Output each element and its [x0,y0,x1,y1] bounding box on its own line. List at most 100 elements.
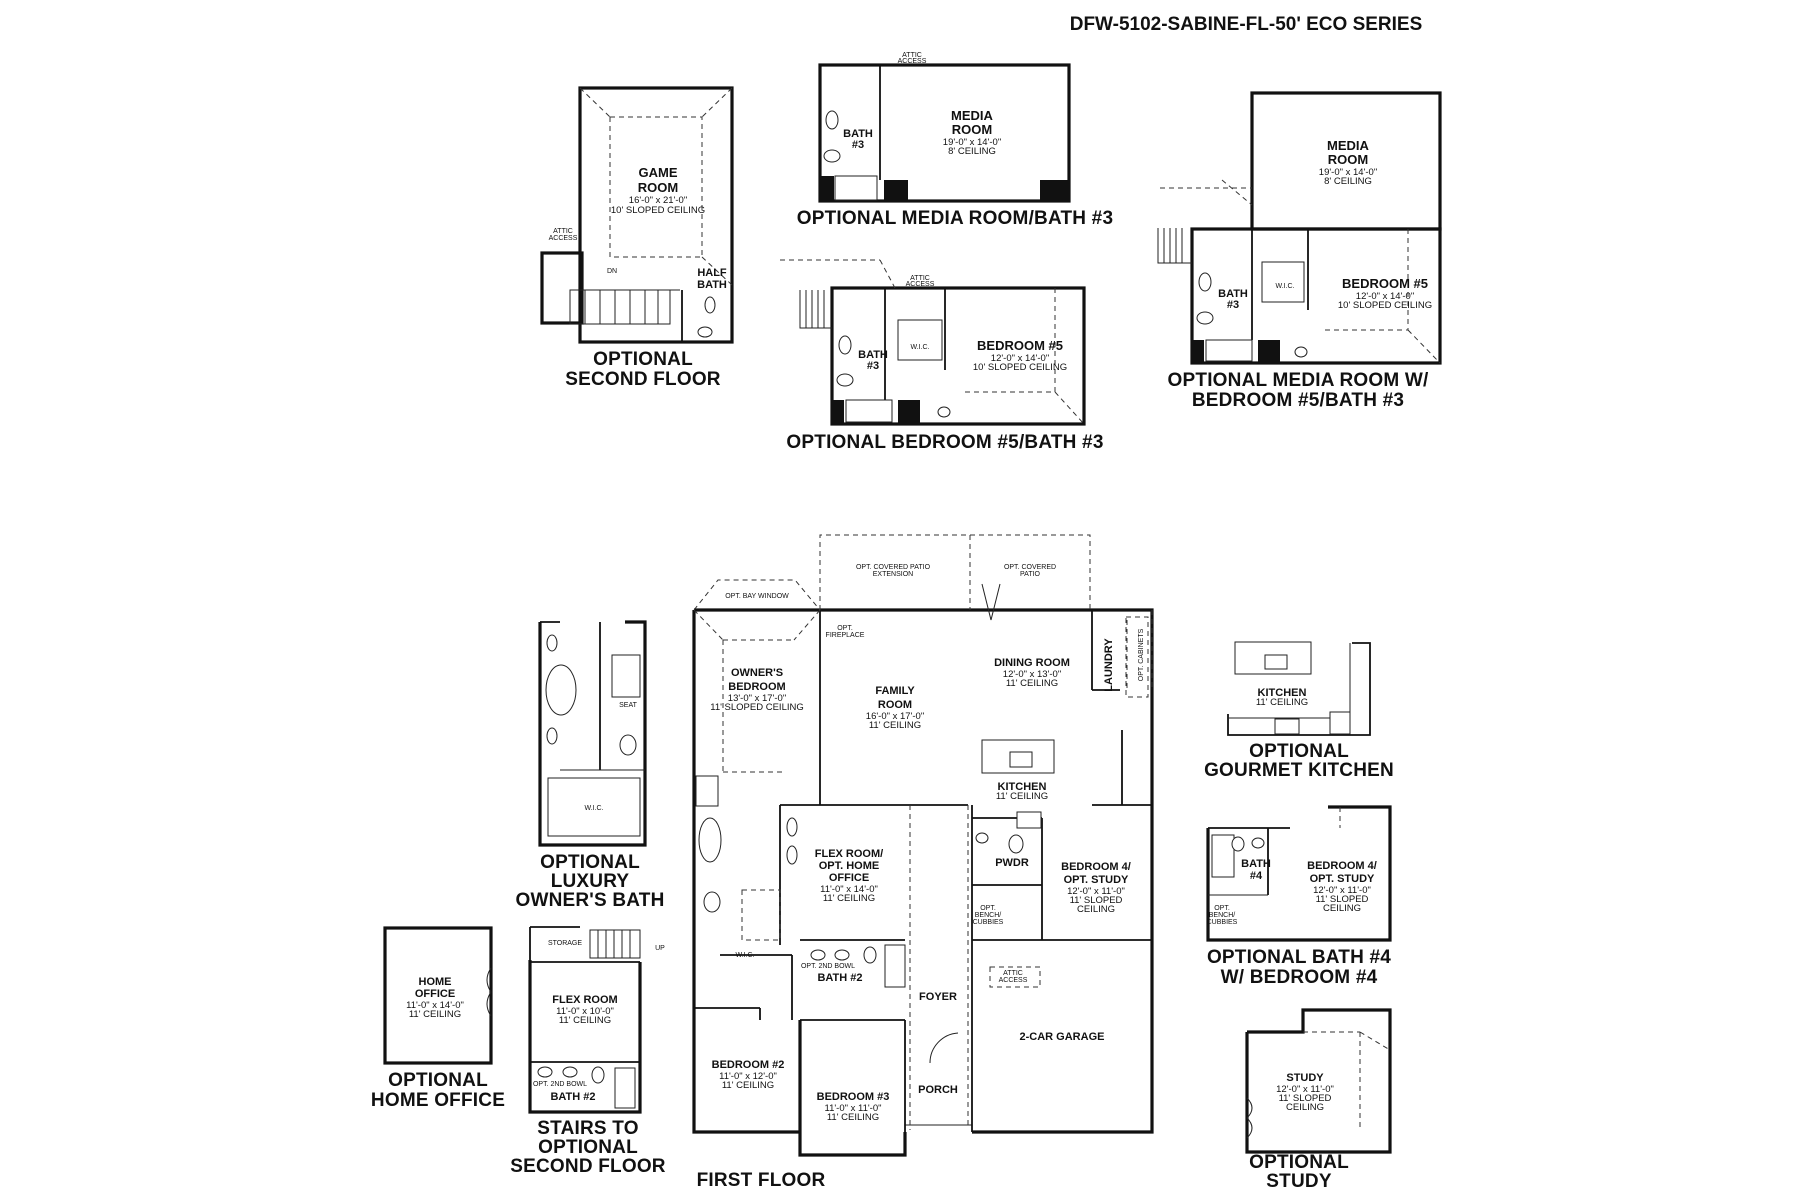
svg-text:11'-0" x 14'-0": 11'-0" x 14'-0" [820,884,878,895]
svg-text:OPT. HOME: OPT. HOME [819,860,880,872]
svg-text:16'-0" x 17'-0": 16'-0" x 17'-0" [866,711,924,722]
svg-text:11' CEILING: 11' CEILING [869,720,921,731]
svg-text:11' SLOPED: 11' SLOPED [1279,1093,1332,1104]
sink-icon [704,296,716,314]
svg-text:11' CEILING: 11' CEILING [823,893,875,904]
svg-text:ROOM: ROOM [952,122,992,137]
svg-text:ACCESS: ACCESS [549,235,578,242]
media-room-label: MEDIA [1327,138,1370,153]
sink-icon [838,335,852,355]
toilet-icon [697,326,713,338]
tub-icon [614,1067,636,1109]
caption-optional-gourmet-kitchen: OPTIONAL [1249,741,1349,762]
svg-text:11'-0" x 10'-0": 11'-0" x 10'-0" [556,1006,614,1017]
svg-text:11'-0" x 14'-0": 11'-0" x 14'-0" [406,1000,464,1011]
svg-text:10' SLOPED CEILING: 10' SLOPED CEILING [611,205,705,216]
svg-text:W.I.C.: W.I.C. [584,805,603,812]
tub-icon [545,664,577,716]
svg-text:OPT. STUDY: OPT. STUDY [1064,874,1129,886]
family-room-label: FAMILY [875,685,915,697]
caption-optional-media-bedroom5-bath3: OPTIONAL MEDIA ROOM W/ [1168,370,1429,391]
cooktop-icon [1274,718,1300,735]
svg-text:19'-0" x 14'-0": 19'-0" x 14'-0" [943,137,1001,148]
svg-text:BATH: BATH [697,279,727,291]
svg-text:ACCESS: ACCESS [898,58,927,65]
svg-text:19'-0" x 14'-0": 19'-0" x 14'-0" [1319,167,1377,178]
optional-bath4-plan: BATH #4 OPT. BENCH/ CUBBIES BEDROOM 4/ O… [1206,805,1392,988]
half-bath-label: HALF [697,267,727,279]
svg-text:13'-0" x 17'-0": 13'-0" x 17'-0" [728,693,786,704]
svg-text:11' CEILING: 11' CEILING [996,791,1048,802]
sink-icon [810,949,826,961]
svg-text:LUXURY: LUXURY [551,871,630,892]
svg-text:ROOM: ROOM [1328,152,1368,167]
svg-text:OPT.: OPT. [980,905,996,912]
optional-luxury-bath-plan: SEAT W.I.C. OPTIONAL LUXURY OWNER'S BATH [515,620,664,911]
optional-second-floor-plan: GAME ROOM 16'-0" x 21'-0" 10' SLOPED CEI… [540,86,734,390]
dining-room-label: DINING ROOM [994,657,1070,669]
first-floor-plan [692,534,1154,1157]
svg-text:11'-0" x 12'-0": 11'-0" x 12'-0" [719,1071,777,1082]
svg-text:W.I.C.: W.I.C. [910,344,929,351]
toilet-icon [1196,311,1214,325]
tub-icon [698,817,722,863]
svg-text:11' CEILING: 11' CEILING [559,1015,611,1026]
svg-text:EXTENSION: EXTENSION [873,571,913,578]
svg-text:OPT.: OPT. [837,625,853,632]
caption-optional-study: OPTIONAL [1249,1152,1349,1173]
svg-text:12'-0" x 13'-0": 12'-0" x 13'-0" [1003,669,1061,680]
svg-text:OFFICE: OFFICE [415,988,455,1000]
sink-icon [834,949,850,961]
svg-text:STUDY: STUDY [1266,1171,1332,1192]
svg-text:SEAT: SEAT [619,702,637,709]
svg-text:11' SLOPED: 11' SLOPED [1070,895,1123,906]
caption-optional-luxury-bath: OPTIONAL [540,852,640,873]
svg-text:#3: #3 [1227,299,1239,311]
toilet-icon [1231,836,1245,852]
caption-optional-second-floor: OPTIONAL [593,349,693,370]
media-room-label: MEDIA [951,108,994,123]
svg-text:OPTIONAL: OPTIONAL [538,1137,638,1158]
svg-text:CEILING: CEILING [1286,1102,1324,1113]
optional-home-office-plan: HOME OFFICE 11'-0" x 14'-0" 11' CEILING … [371,926,505,1111]
sink-icon [975,832,989,844]
study-label: STUDY [1286,1072,1324,1084]
svg-text:10' SLOPED CEILING: 10' SLOPED CEILING [973,362,1067,373]
svg-text:ATTIC: ATTIC [910,275,930,282]
owners-bedroom-label: OWNER'S [731,667,783,679]
svg-text:ATTIC: ATTIC [553,228,573,235]
svg-text:OPT. BAY WINDOW: OPT. BAY WINDOW [725,593,789,600]
flex-room-label: FLEX ROOM/ [815,848,883,860]
svg-text:CEILING: CEILING [1323,903,1361,914]
svg-text:CUBBIES: CUBBIES [1207,919,1238,926]
bedroom4-label: BEDROOM 4/ [1061,861,1131,873]
bedroom5-label: BEDROOM #5 [977,338,1063,353]
cooktop-icon [1016,811,1042,829]
svg-text:PATIO: PATIO [1020,571,1041,578]
shower-icon [695,775,719,807]
svg-text:ACCESS: ACCESS [906,281,935,288]
stairs [589,929,641,959]
optional-media-room-plan: ATTIC ACCESS MEDIA ROOM 19'-0" x 14'-0" … [797,52,1113,229]
svg-text:OPT.: OPT. [1214,905,1230,912]
garage-label: 2-CAR GARAGE [1020,1031,1105,1043]
bedroom3-label: BEDROOM #3 [817,1091,890,1103]
optional-study-plan: STUDY 12'-0" x 11'-0" 11' SLOPED CEILING… [1245,1008,1392,1192]
toilet-icon [823,149,841,163]
svg-text:12'-0" x 11'-0": 12'-0" x 11'-0" [1276,1084,1334,1095]
sink-icon [1251,837,1265,849]
svg-text:OPT. 2ND BOWL: OPT. 2ND BOWL [533,1081,587,1088]
svg-text:SECOND FLOOR: SECOND FLOOR [510,1156,666,1177]
caption-stairs-optional-second-floor: STAIRS TO [537,1118,638,1139]
sink-icon [786,845,798,865]
svg-text:12'-0" x 11'-0": 12'-0" x 11'-0" [1067,886,1125,897]
sink-icon [1198,272,1212,292]
svg-text:FIREPLACE: FIREPLACE [826,632,865,639]
svg-text:STORAGE: STORAGE [548,940,582,947]
svg-text:OPT. COVERED: OPT. COVERED [1004,564,1056,571]
svg-text:ROOM: ROOM [878,699,912,711]
svg-text:12'-0" x 14'-0": 12'-0" x 14'-0" [1356,291,1414,302]
svg-text:UP: UP [655,945,665,952]
sink-icon [786,817,798,837]
